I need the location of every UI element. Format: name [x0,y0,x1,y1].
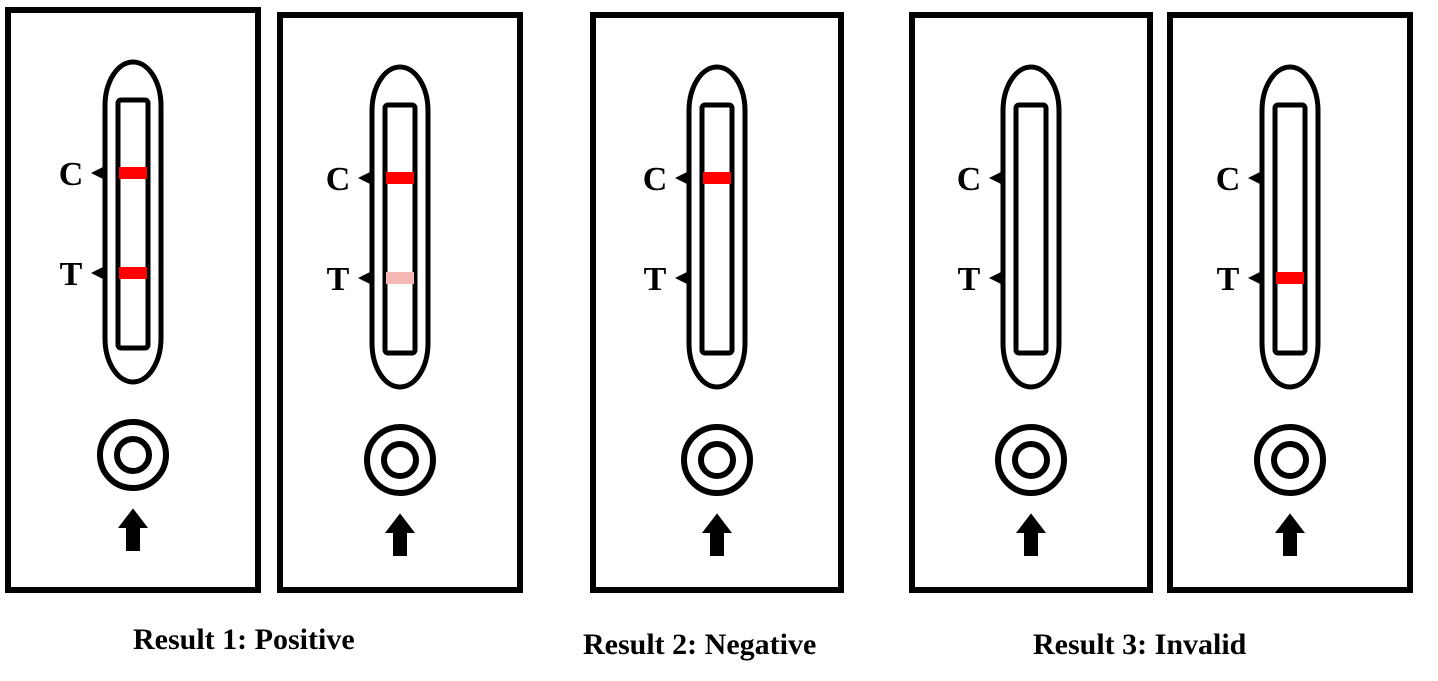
caption-result-2: Result 2: Negative [583,628,817,661]
triangle-marker-icon [989,270,1005,286]
triangle-marker-icon [1248,170,1264,186]
test-marker-label: T [958,261,981,298]
up-arrow-icon [384,513,416,556]
test-strip [1272,102,1308,356]
test-line [386,272,414,284]
up-arrow-icon [117,508,149,551]
triangle-marker-icon [675,170,691,186]
control-line [119,167,147,179]
sample-well-icon [97,419,169,491]
test-marker-label: T [60,256,83,293]
test-marker-label: T [1217,261,1240,298]
triangle-marker-icon [91,265,107,281]
sample-well-inner [114,436,152,474]
up-arrow-icon [1274,513,1306,556]
cassette-1-1: CT [5,7,261,593]
caption-result-3: Result 3: Invalid [1033,628,1247,661]
sample-well-icon [681,424,753,496]
triangle-marker-icon [358,270,374,286]
test-strip [115,97,151,351]
control-marker-label: C [643,161,668,198]
sample-well-icon [995,424,1067,496]
triangle-marker-icon [91,165,107,181]
test-strip [699,102,735,356]
sample-well-icon [1254,424,1326,496]
triangle-marker-icon [989,170,1005,186]
sample-well-inner [698,441,736,479]
sample-well-inner [1271,441,1309,479]
test-marker-label: T [327,261,350,298]
triangle-marker-icon [675,270,691,286]
sample-well-icon [364,424,436,496]
cassette-2-1: CT [590,12,844,593]
cassette-1-2: CT [277,12,523,593]
up-arrow-icon [1015,513,1047,556]
test-strip [382,102,418,356]
sample-well-inner [1012,441,1050,479]
control-marker-label: C [59,156,84,193]
test-line [119,267,147,279]
triangle-marker-icon [358,170,374,186]
cassette-3-1: CT [909,12,1153,593]
triangle-marker-icon [1248,270,1264,286]
control-marker-label: C [326,161,351,198]
control-marker-label: C [957,161,982,198]
up-arrow-icon [701,513,733,556]
control-marker-label: C [1216,161,1241,198]
sample-well-inner [381,441,419,479]
test-line [1276,272,1304,284]
control-line [703,172,731,184]
control-line [386,172,414,184]
test-strip [1013,102,1049,356]
caption-result-1: Result 1: Positive [133,623,355,656]
test-marker-label: T [644,261,667,298]
cassette-3-2: CT [1167,12,1413,593]
